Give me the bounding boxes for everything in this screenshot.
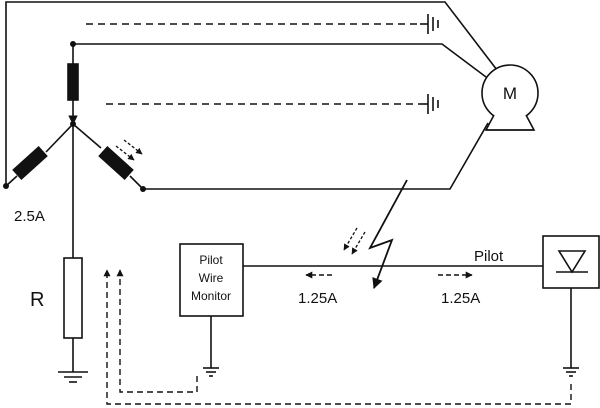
monitor-label-line3: Monitor xyxy=(191,289,231,303)
terminal-a xyxy=(70,41,76,47)
emission-arrow-1 xyxy=(115,145,135,161)
monitor-label-line1: Pilot xyxy=(199,253,223,267)
ground-return-path-2 xyxy=(103,269,572,405)
current-left-label: 1.25A xyxy=(298,290,337,307)
conductor-c xyxy=(143,122,489,190)
fault-emission-1 xyxy=(343,227,358,251)
monitor-label-line2: Wire xyxy=(199,271,224,285)
ground-symbol-1 xyxy=(420,14,439,34)
diode-icon xyxy=(557,250,587,274)
ground-return-path-1 xyxy=(116,269,198,393)
winding-c-lead xyxy=(72,123,102,149)
ground-symbol-2 xyxy=(420,94,439,114)
terminal-neutral xyxy=(70,121,76,127)
winding-a xyxy=(67,63,79,101)
resistor-label: R xyxy=(30,289,44,311)
winding-b xyxy=(12,146,48,180)
motor-base xyxy=(484,114,536,131)
current-right-label: 1.25A xyxy=(441,290,480,307)
resistor-r xyxy=(63,257,83,339)
pilot-label: Pilot xyxy=(474,248,504,265)
emission-arrow-2 xyxy=(123,139,143,155)
winding-b-lead xyxy=(45,123,74,153)
fault-zigzag xyxy=(368,179,408,290)
pilot-wire-monitor xyxy=(179,243,244,317)
motor-label: M xyxy=(503,84,517,103)
conductor-a xyxy=(73,43,491,81)
pilot-diode-box xyxy=(542,235,600,289)
winding-c-lead-outer xyxy=(129,175,144,190)
terminal-c xyxy=(140,186,146,192)
source-current-label: 2.5A xyxy=(14,208,45,225)
winding-c xyxy=(98,146,134,180)
conductor-b xyxy=(5,1,498,186)
fault-emission-2 xyxy=(351,231,366,255)
terminal-b xyxy=(3,183,9,189)
